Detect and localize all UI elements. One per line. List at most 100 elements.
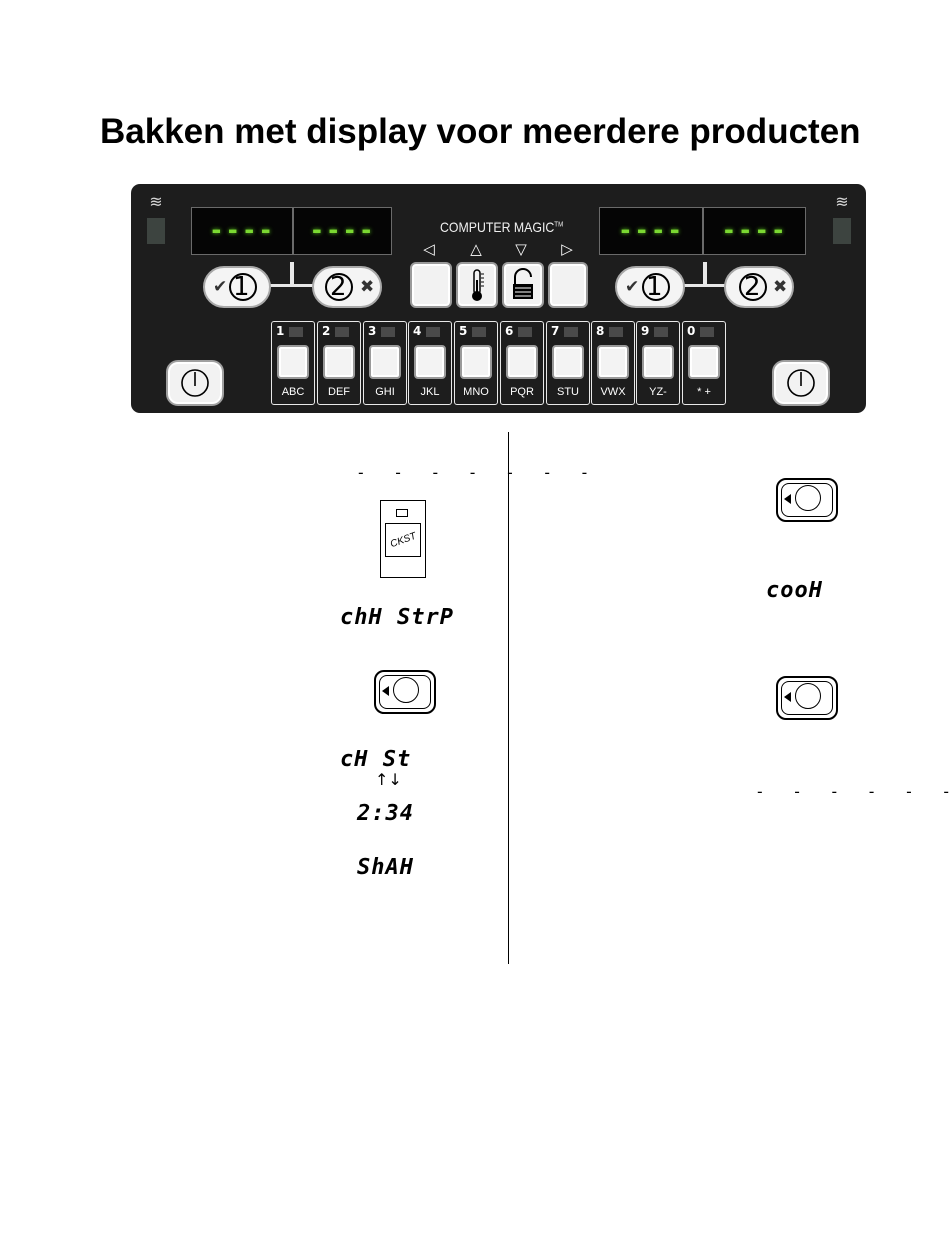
display-text: ---- — [294, 216, 391, 244]
key-button[interactable] — [642, 345, 674, 379]
left-triangle-icon — [382, 686, 389, 696]
display-shah: ShAH — [357, 855, 414, 880]
key-letters: ABC — [272, 386, 314, 398]
key-led — [381, 327, 395, 337]
circle-outline — [229, 273, 257, 301]
key-letters: GHI — [364, 386, 406, 398]
right-product-1-button[interactable]: ✔ 1 — [615, 266, 685, 308]
key-button[interactable] — [552, 345, 584, 379]
lock-button[interactable] — [502, 262, 544, 308]
key-letters: STU — [547, 386, 589, 398]
key-number: 5 — [459, 324, 467, 338]
numkey-0[interactable]: 0 * + — [682, 321, 726, 405]
key-button[interactable] — [369, 345, 401, 379]
right-power-button[interactable] — [772, 360, 830, 406]
numkey-7[interactable]: 7 STU — [546, 321, 590, 405]
key-letters: MNO — [455, 386, 497, 398]
key-button[interactable] — [597, 345, 629, 379]
card-label-box: CKST — [385, 523, 421, 557]
right-arrow-button-diagram-2[interactable] — [776, 676, 838, 720]
x-icon: ✖ — [773, 268, 787, 306]
numkey-6[interactable]: 6 PQR — [500, 321, 544, 405]
display-ch-st: cH St — [340, 747, 411, 772]
key-letters: * + — [683, 386, 725, 398]
right-arrow-button-diagram-1[interactable] — [776, 478, 838, 522]
key-number: 2 — [322, 324, 330, 338]
key-number: 7 — [551, 324, 559, 338]
numkey-2[interactable]: 2 DEF — [317, 321, 361, 405]
display-time: 2:34 — [357, 801, 414, 826]
brand-label: COMPUTER MAGICTM — [440, 219, 563, 235]
right-dashes-display: - - - - - - - — [755, 782, 950, 801]
page-title: Bakken met display voor meerdere product… — [100, 112, 920, 152]
check-icon: ✔ — [625, 268, 639, 306]
key-led — [518, 327, 532, 337]
circle-outline — [642, 273, 670, 301]
key-button[interactable] — [277, 345, 309, 379]
heat-led-left — [147, 218, 165, 244]
arrow-up-label: △ — [466, 240, 486, 258]
key-led — [289, 327, 303, 337]
numkey-4[interactable]: 4 JKL — [408, 321, 452, 405]
key-button[interactable] — [460, 345, 492, 379]
key-button[interactable] — [688, 345, 720, 379]
temperature-button[interactable] — [456, 262, 498, 308]
heat-icon-right: ≋ — [833, 190, 851, 214]
display-text: ---- — [704, 216, 805, 244]
numkey-5[interactable]: 5 MNO — [454, 321, 498, 405]
left-arrow-button[interactable] — [410, 262, 452, 308]
card-slot — [396, 509, 408, 517]
card-label: CKST — [389, 530, 418, 549]
left-power-button[interactable] — [166, 360, 224, 406]
heat-icon-left: ≋ — [147, 190, 165, 214]
key-button[interactable] — [414, 345, 446, 379]
left-triangle-icon — [784, 494, 791, 504]
button-circle — [795, 485, 821, 511]
right-arrow-button[interactable] — [548, 262, 588, 308]
key-number: 9 — [641, 324, 649, 338]
heat-led-right — [833, 218, 851, 244]
left-product-1-button[interactable]: ✔ 1 — [203, 266, 271, 308]
key-led — [426, 327, 440, 337]
button-circle — [795, 683, 821, 709]
key-button[interactable] — [506, 345, 538, 379]
left-arrow-button-diagram[interactable] — [374, 670, 436, 714]
display-text: ---- — [192, 216, 292, 244]
left-display-a: ---- — [191, 207, 293, 255]
key-letters: PQR — [501, 386, 543, 398]
x-icon: ✖ — [360, 268, 374, 306]
right-display-a: ---- — [599, 207, 703, 255]
key-number: 4 — [413, 324, 421, 338]
key-letters: JKL — [409, 386, 451, 398]
arrow-left-label: ◁ — [419, 240, 439, 258]
key-led — [472, 327, 486, 337]
numkey-8[interactable]: 8 VWX — [591, 321, 635, 405]
key-letters: YZ- — [637, 386, 679, 398]
key-letters: DEF — [318, 386, 360, 398]
numkey-1[interactable]: 1 ABC — [271, 321, 315, 405]
key-number: 3 — [368, 324, 376, 338]
left-product-2-button[interactable]: 2 ✖ — [312, 266, 382, 308]
left-connector — [290, 262, 294, 286]
key-number: 1 — [276, 324, 284, 338]
key-number: 8 — [596, 324, 604, 338]
right-product-2-button[interactable]: 2 ✖ — [724, 266, 794, 308]
key-led — [609, 327, 623, 337]
check-icon: ✔ — [213, 268, 227, 306]
circle-outline — [739, 273, 767, 301]
power-icon — [774, 362, 828, 404]
right-connector — [703, 262, 707, 286]
key-button[interactable] — [323, 345, 355, 379]
brand-text: COMPUTER MAGIC — [440, 219, 554, 235]
key-led — [335, 327, 349, 337]
left-triangle-icon — [784, 692, 791, 702]
left-display-b: ---- — [293, 207, 392, 255]
display-chh-strp: chH StrP — [340, 605, 454, 630]
key-letters: VWX — [592, 386, 634, 398]
arrow-right-label: ▷ — [557, 240, 577, 258]
numkey-9[interactable]: 9 YZ- — [636, 321, 680, 405]
button-circle — [393, 677, 419, 703]
numkey-3[interactable]: 3 GHI — [363, 321, 407, 405]
key-led — [654, 327, 668, 337]
left-connector-h — [266, 284, 318, 287]
